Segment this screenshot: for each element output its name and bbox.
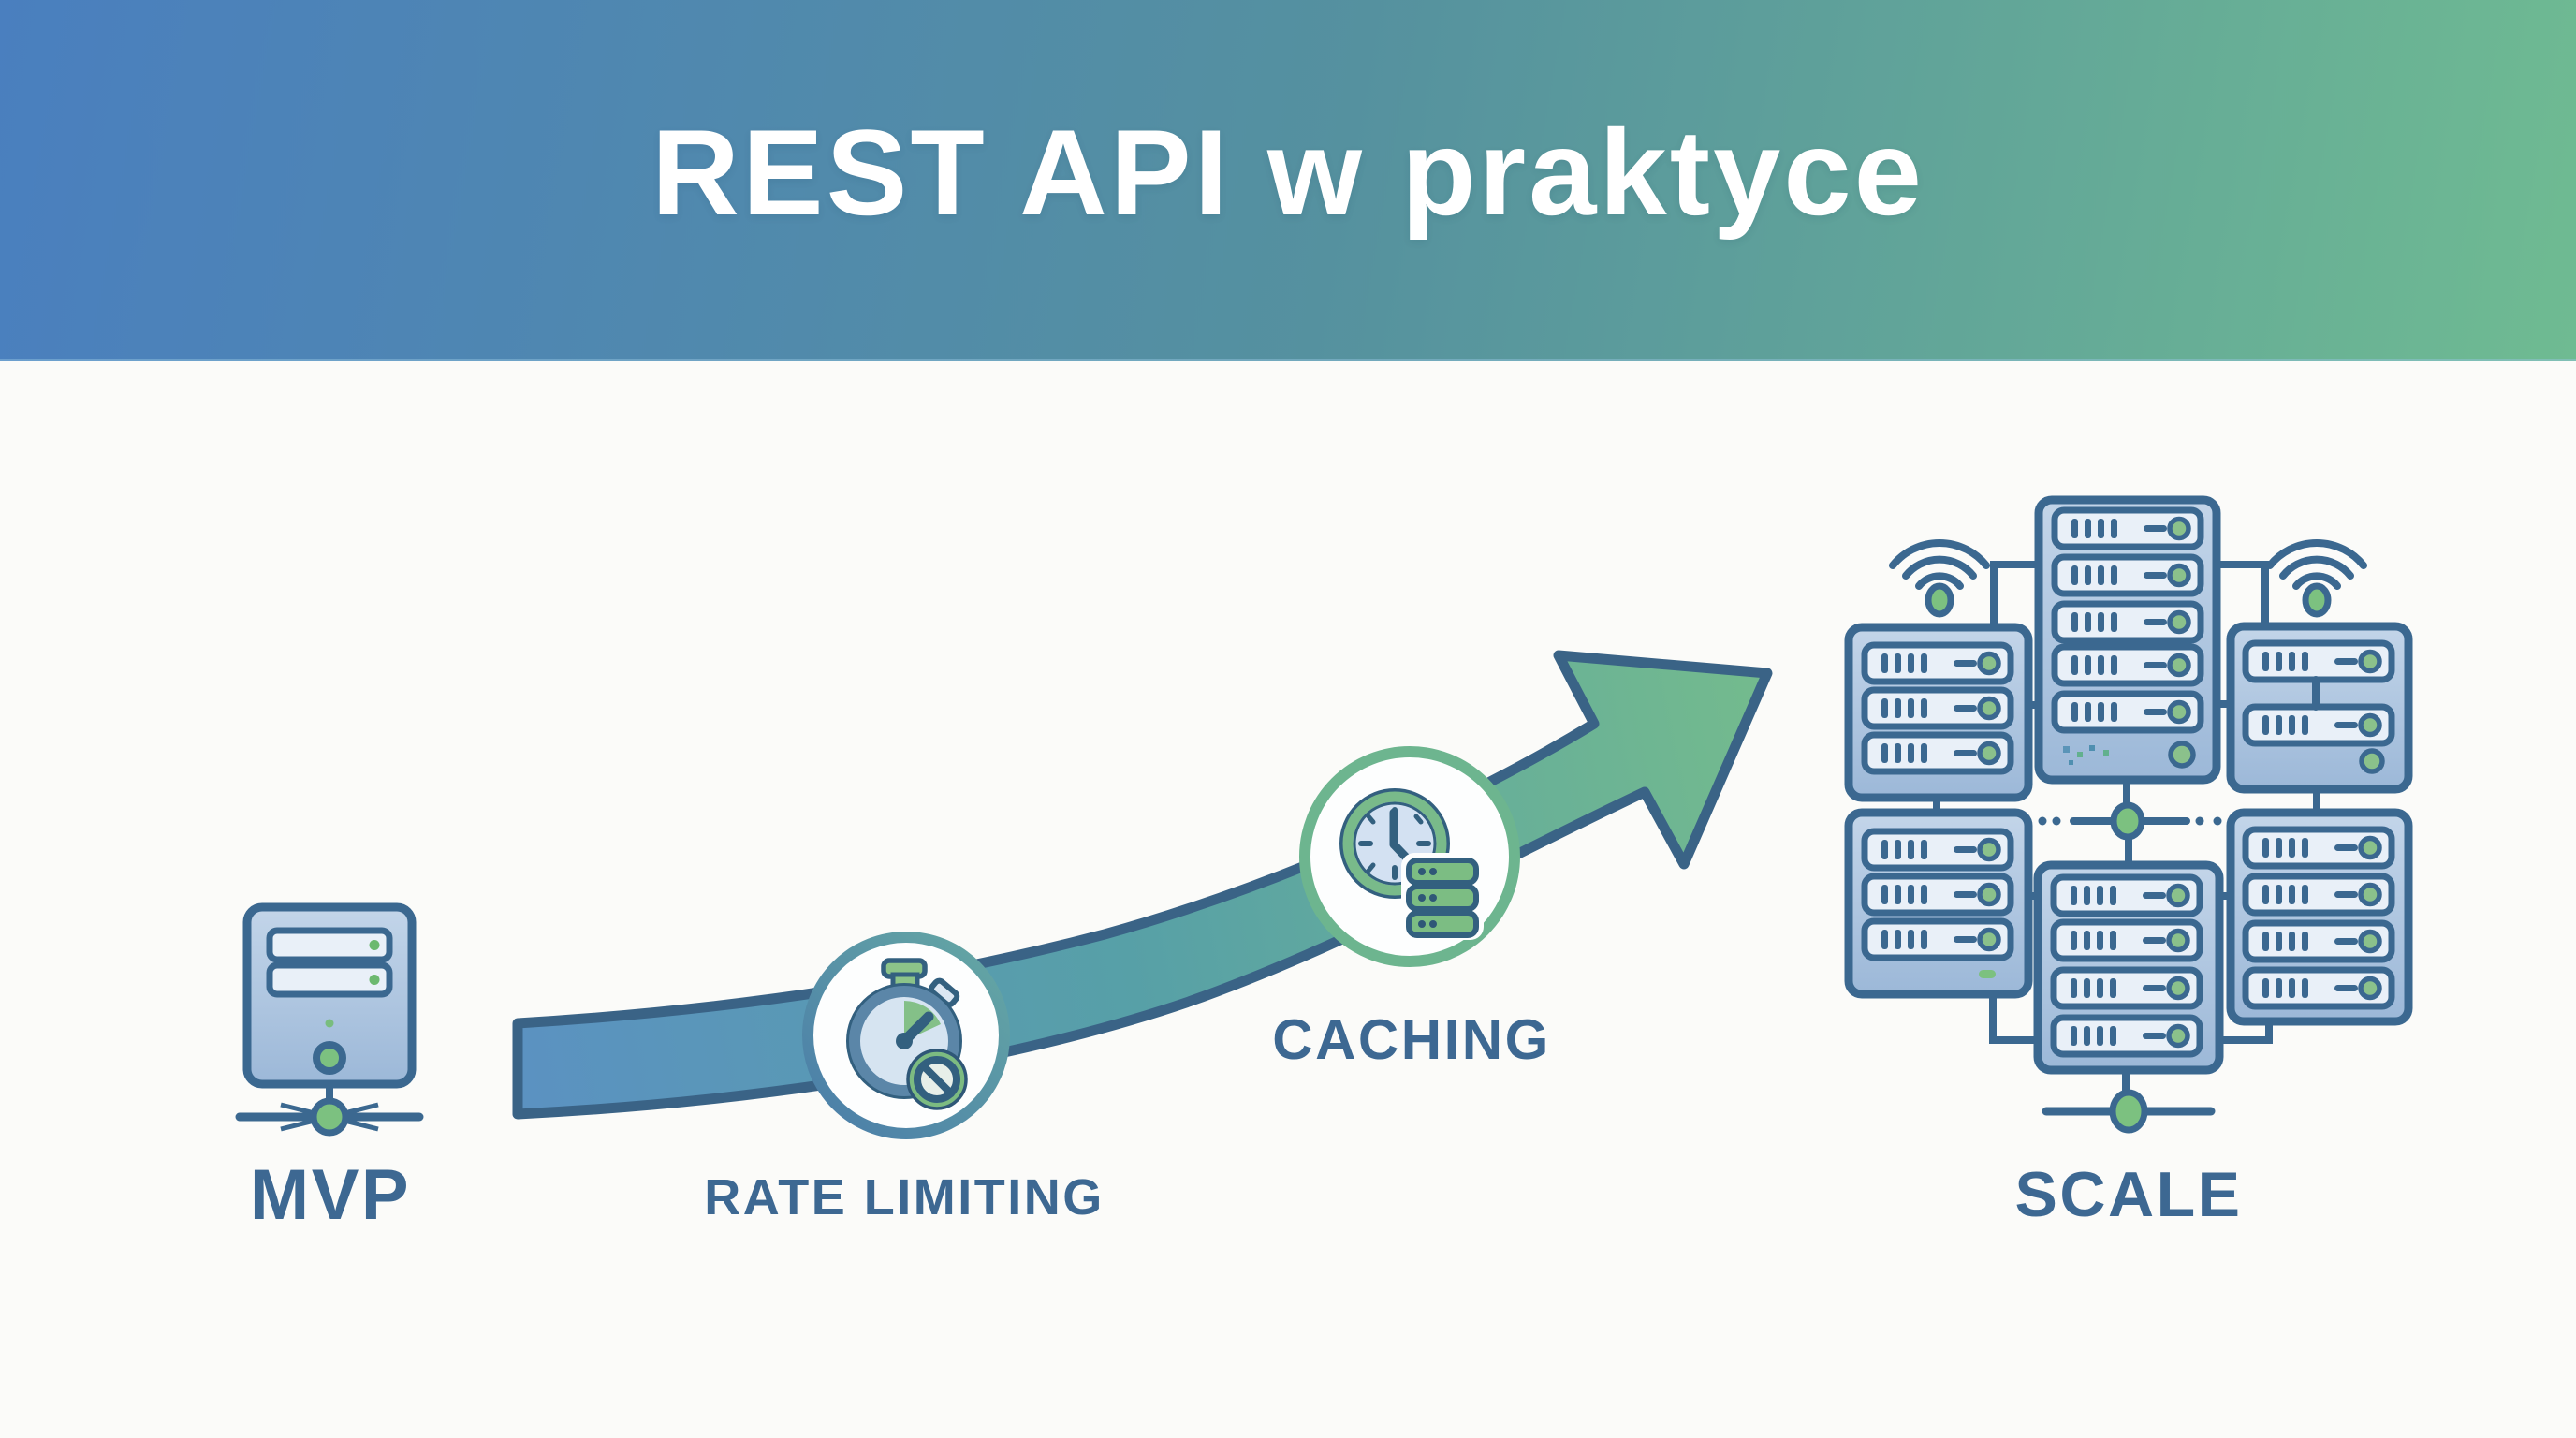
server-slot — [2054, 877, 2200, 914]
server-slot — [1865, 876, 2011, 913]
single-server-icon — [235, 902, 424, 1137]
wifi-icon — [2270, 543, 2364, 614]
server-slot — [2246, 970, 2392, 1006]
server-slot — [1865, 690, 2011, 726]
server-slot — [2246, 707, 2392, 743]
server-slot — [2054, 1018, 2200, 1054]
stage-label-caching: CACHING — [1272, 1008, 1551, 1071]
server-rack-icon — [2033, 860, 2224, 1075]
server-slot — [2055, 557, 2201, 594]
server-rack-icon — [2226, 622, 2413, 794]
server-slot — [1865, 645, 2011, 682]
server-slot — [1865, 831, 2011, 868]
stage-label-rate-limiting: RATE LIMITING — [704, 1169, 1104, 1225]
server-slot — [2055, 694, 2201, 730]
server-slot — [1865, 921, 2011, 958]
server-cluster-icon — [1844, 495, 2413, 1134]
server-slot — [2055, 604, 2201, 640]
cache-database-icon — [1401, 853, 1484, 940]
network-node-icon — [2110, 801, 2145, 841]
server-slot — [2055, 647, 2201, 683]
server-rack-icon — [1844, 808, 2033, 999]
server-rack-icon — [2034, 495, 2221, 785]
server-rack-icon — [2226, 808, 2413, 1026]
header-banner: REST API w praktyce — [0, 0, 2576, 361]
server-slot — [2246, 876, 2392, 913]
server-slot — [2246, 829, 2392, 866]
stage-label-scale: SCALE — [2015, 1159, 2243, 1230]
network-node-icon — [2109, 1089, 2148, 1134]
server-slot — [2055, 510, 2201, 547]
stage-label-mvp: MVP — [250, 1155, 411, 1235]
server-slot — [2246, 643, 2392, 680]
growth-arrow — [512, 650, 1773, 1120]
page-title: REST API w praktyce — [651, 103, 1925, 241]
rate-limiting-badge — [802, 932, 1010, 1139]
caching-badge — [1299, 746, 1520, 967]
wifi-icon — [1893, 543, 1986, 614]
server-rack-icon — [1844, 623, 2033, 802]
server-slot — [1865, 735, 2011, 771]
server-slot — [2246, 923, 2392, 960]
block-icon — [906, 1049, 968, 1110]
server-slot — [2054, 970, 2200, 1006]
server-slot — [2054, 922, 2200, 959]
network-node-icon — [310, 1097, 349, 1137]
